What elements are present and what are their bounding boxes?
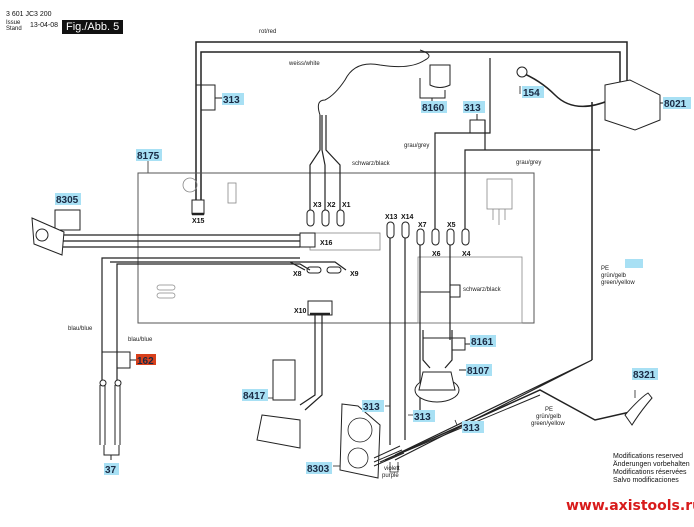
wire-red [195, 41, 628, 210]
issue-label-de: Stand [6, 26, 22, 32]
wire-label-pe-bottom: PE [545, 407, 553, 413]
connector-x6: X6 [432, 251, 441, 258]
x16-plug [299, 232, 316, 248]
wire-label-red: rot/red [259, 29, 276, 35]
board-8175 [137, 172, 535, 324]
part-37[interactable]: 37 [105, 465, 117, 476]
wire-label-white: weiss/white [288, 61, 320, 67]
x15-plug [191, 199, 205, 215]
wire-label-blue-2: blau/blue [128, 337, 153, 343]
wire-blue-1 [101, 257, 300, 385]
wire-label-violet: violett [384, 466, 400, 472]
part-8417[interactable]: 8417 [243, 391, 266, 402]
mod-fr: Modifications réservées [613, 469, 687, 476]
blank-marker [625, 259, 643, 268]
issue-date: 13-04-08 [30, 22, 59, 29]
connector-x8: X8 [293, 271, 302, 278]
part-313-d[interactable]: 313 [414, 412, 431, 423]
part-8161[interactable]: 8161 [471, 337, 494, 348]
connector-x14: X14 [401, 214, 414, 221]
part-8305[interactable]: 8305 [56, 195, 79, 206]
wire-white [200, 51, 621, 210]
connector-x10: X10 [294, 308, 307, 315]
wire-label-purple: purple [382, 473, 399, 479]
part-8160 [429, 64, 451, 88]
wire-label-grey-right: grau/grey [516, 160, 541, 166]
pedal-8417 [256, 414, 301, 449]
wire-label-pe-bottom-en: green/yellow [531, 421, 565, 427]
part-8303[interactable]: 8303 [307, 464, 330, 475]
part-313-e[interactable]: 313 [463, 423, 480, 434]
modifications-notice: Modifications reserved Änderungen vorbeh… [613, 453, 690, 485]
doc-number: 3 601 JC3 200 [6, 11, 52, 18]
part-8321[interactable]: 8321 [633, 370, 656, 381]
connector-x4: X4 [462, 251, 471, 258]
part-labels: 313 8160 313 154 8021 8175 8305 162 8161… [55, 86, 691, 476]
connector-x16: X16 [320, 240, 333, 247]
part-313-a[interactable]: 313 [223, 95, 240, 106]
part-162[interactable]: 162 [137, 356, 154, 367]
connector-x5: X5 [447, 222, 456, 229]
wire-label-black-top: schwarz/black [352, 161, 391, 167]
wire-label-pe-right: PE [601, 266, 609, 272]
figure-label: Fig./Abb. 5 [62, 20, 124, 34]
part-313-c[interactable]: 313 [363, 402, 380, 413]
mod-en: Modifications reserved [613, 453, 684, 460]
wire-label-pe-bottom-de: grün/gelb [536, 414, 562, 420]
wire-label-pe-right-de: grün/gelb [601, 273, 627, 279]
connector-x2: X2 [327, 202, 336, 209]
wire-label-grey-left: grau/grey [404, 143, 429, 149]
connector-x13: X13 [385, 214, 398, 221]
wire-label-blue-1: blau/blue [68, 326, 93, 332]
mod-es: Salvo modificaciones [613, 477, 679, 484]
socket-8303 [339, 403, 381, 479]
connector-x9: X9 [350, 271, 359, 278]
part-154[interactable]: 154 [523, 88, 540, 99]
issue-label: Issue Stand [6, 20, 22, 32]
mod-de: Änderungen vorbehalten [613, 461, 690, 468]
connector-x3: X3 [313, 202, 322, 209]
connector-x15: X15 [192, 218, 205, 225]
wire-label-black-mid: schwarz/black [463, 287, 502, 293]
connector-x7: X7 [418, 222, 427, 229]
part-8107[interactable]: 8107 [467, 366, 490, 377]
bracket-8321 [624, 392, 653, 426]
wire-label-pe-right-en: green/yellow [601, 280, 635, 286]
part-8175[interactable]: 8175 [137, 151, 160, 162]
issue-label-en: Issue [6, 20, 21, 26]
part-313-b[interactable]: 313 [464, 103, 481, 114]
website-url[interactable]: www.axistools.ru [566, 498, 694, 514]
switch-8021 [604, 79, 661, 131]
part-8160[interactable]: 8160 [422, 103, 445, 114]
wire-blue-2 [116, 263, 311, 385]
part-8021[interactable]: 8021 [664, 99, 687, 110]
connector-x1: X1 [342, 202, 351, 209]
